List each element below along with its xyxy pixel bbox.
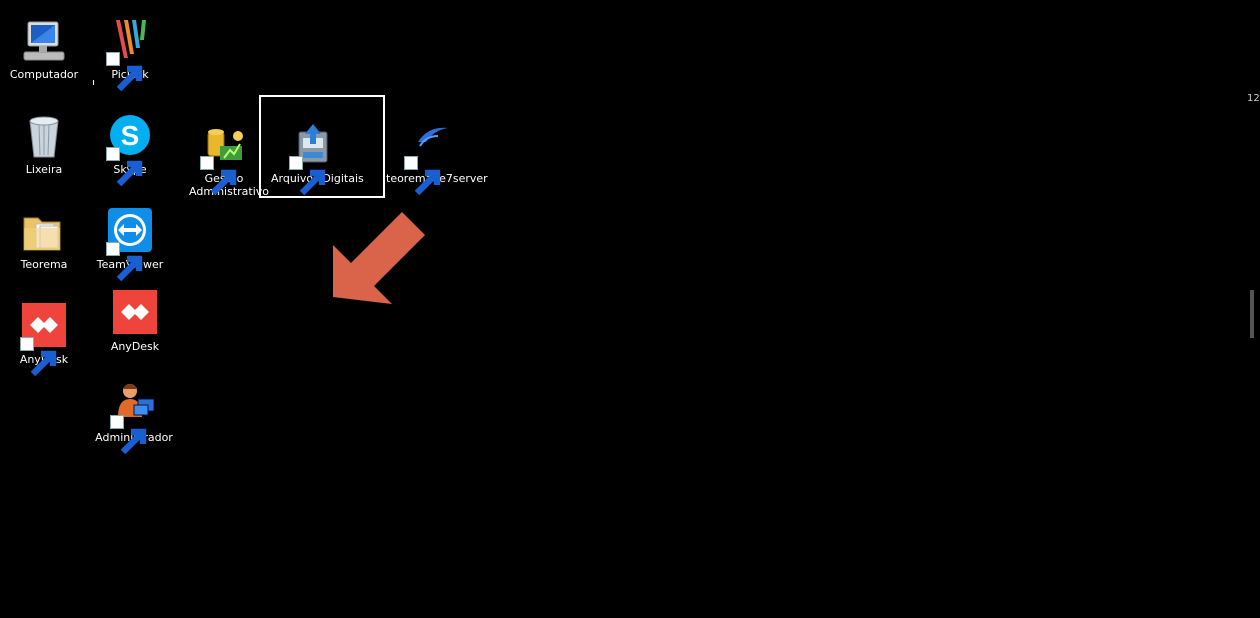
svg-text:S: S: [121, 120, 140, 151]
desktop-icon-picpick[interactable]: PicPick: [88, 18, 172, 92]
picpick-icon: [106, 18, 154, 92]
shortcut-arrow-icon: [20, 337, 57, 377]
anydesk-icon: [111, 290, 159, 338]
computer-icon: [20, 18, 68, 66]
edge-window-fragment: [1250, 290, 1254, 338]
desktop-icon-computador[interactable]: Computador: [2, 18, 86, 81]
administrador-icon: [110, 381, 158, 455]
cursor-tick: [93, 80, 94, 85]
shortcut-arrow-icon: [110, 415, 147, 455]
annotation-arrow-icon: [333, 212, 425, 304]
gestao-administrativo-icon: [200, 122, 248, 196]
desktop-icon-lixeira[interactable]: Lixeira: [2, 113, 86, 176]
icon-label: Computador: [9, 68, 79, 81]
selection-box: [259, 95, 385, 198]
desktop-icon-anydesk-1[interactable]: AnyDesk: [2, 303, 86, 377]
recycle-bin-icon: [20, 113, 68, 161]
skype-icon: S: [106, 113, 154, 187]
desktop-icon-skype[interactable]: S Skype: [88, 113, 172, 187]
desktop-icon-arquivos-digitais[interactable]: Arquivos Digitais: [271, 122, 364, 196]
desktop-icon-administrador[interactable]: Administrador: [92, 381, 176, 455]
icon-label: Lixeira: [25, 163, 63, 176]
folder-icon: [20, 208, 68, 256]
icon-label: AnyDesk: [110, 340, 160, 353]
arquivos-digitais-icon: [289, 122, 337, 196]
desktop-icon-gestao-administrativo[interactable]: Gestão Administrativo: [182, 122, 269, 198]
desktop-icon-teamviewer[interactable]: TeamViewer: [88, 208, 172, 282]
shortcut-arrow-icon: [289, 156, 326, 196]
desktop-icon-teorema[interactable]: Teorema: [2, 208, 86, 271]
shortcut-arrow-icon: [200, 156, 237, 196]
desktop-icon-teoremaee7server[interactable]: teoremaee7server: [386, 122, 488, 196]
shortcut-arrow-icon: [106, 147, 143, 187]
edge-text: 12: [1247, 93, 1260, 104]
icon-label: Teorema: [20, 258, 68, 271]
teamviewer-icon: [106, 208, 154, 282]
shortcut-arrow-icon: [106, 242, 143, 282]
shortcut-arrow-icon: [404, 156, 441, 196]
shortcut-arrow-icon: [106, 52, 143, 92]
desktop-icon-anydesk-2[interactable]: AnyDesk: [93, 290, 177, 353]
anydesk-icon: [20, 303, 68, 377]
teorema-server-icon: [404, 122, 452, 196]
